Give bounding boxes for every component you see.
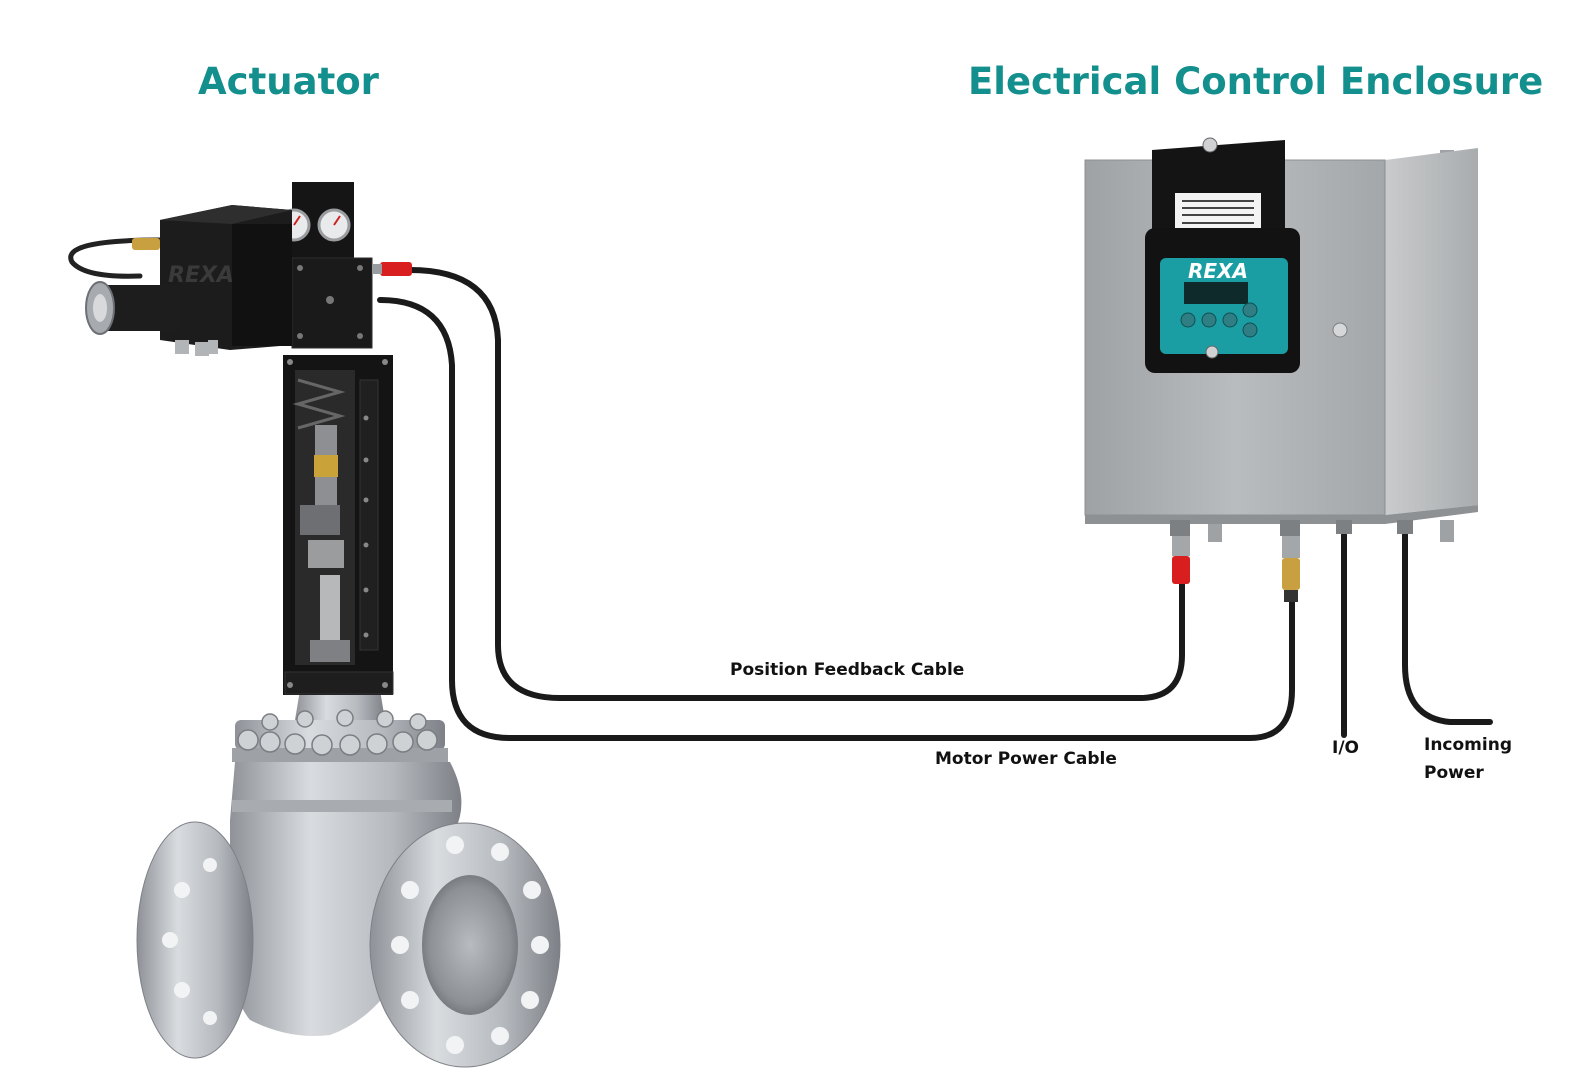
incoming-power-label-line2: Power xyxy=(1424,763,1484,783)
enclosure-heading: Electrical Control Enclosure xyxy=(968,60,1544,103)
position-feedback-cable-label: Position Feedback Cable xyxy=(730,660,965,680)
actuator-logo: REXA xyxy=(168,263,234,288)
valve-body xyxy=(136,690,561,1068)
motor-power-cable-label: Motor Power Cable xyxy=(935,749,1117,769)
keypad xyxy=(1180,302,1258,338)
incoming-power-label-line1: Incoming xyxy=(1424,735,1512,755)
position-feedback-cable xyxy=(407,267,1185,701)
actuator-heading: Actuator xyxy=(198,60,379,103)
enclosure-logo: REXA xyxy=(1188,259,1248,283)
cables xyxy=(68,237,1493,741)
actuator: REXA xyxy=(85,182,412,695)
motor-power-cable xyxy=(377,297,1295,741)
actuator-loop-cable xyxy=(68,237,163,279)
enclosure: REXA xyxy=(1084,137,1478,602)
io-label: I/O xyxy=(1332,738,1359,758)
pressure-gauge-right-icon xyxy=(317,208,351,242)
incoming-power-cable xyxy=(1402,517,1493,725)
lcd-screen xyxy=(1184,282,1248,304)
